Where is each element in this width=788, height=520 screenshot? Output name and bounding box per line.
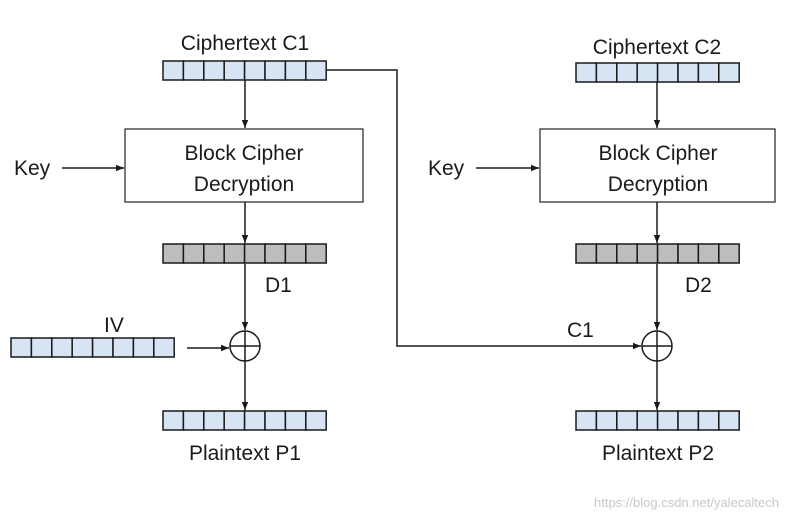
xor-icon-2 [641,330,673,362]
key-label-2: Key [428,157,465,180]
watermark: https://blog.csdn.net/yalecaltech [594,495,779,510]
plaintext-p1-block [162,410,327,431]
chain-c1-label: C1 [567,319,594,342]
register-cell [305,243,327,264]
block-cipher-decryption-box-1 [124,128,364,203]
register-cell [203,410,225,431]
register-cell [51,337,73,358]
ciphertext-c1-block [162,60,327,81]
register-cell [305,60,327,81]
register-cell [243,60,266,81]
register-cell [595,62,618,83]
register-cell [162,410,185,431]
d2-label: D2 [685,274,712,297]
register-cell [162,243,185,264]
register-cell [284,243,307,264]
register-cell [264,243,287,264]
register-cell [575,410,598,431]
register-cell [91,337,114,358]
register-cell [636,410,659,431]
register-cell [10,337,33,358]
register-cell [595,410,618,431]
register-cell [636,62,659,83]
register-cell [243,410,266,431]
iv-block [10,337,175,358]
register-cell [223,410,246,431]
cipher-box-1-line1: Block Cipher [184,142,303,165]
register-cell [697,62,720,83]
register-cell [718,62,740,83]
register-cell [182,243,205,264]
block-cipher-decryption-box-2 [539,128,776,203]
register-cell [656,410,679,431]
ciphertext-c1-label: Ciphertext C1 [181,32,309,55]
register-cell [677,243,700,264]
register-cell [132,337,155,358]
register-cell [656,62,679,83]
cipher-box-1-line2: Decryption [194,173,294,196]
iv-label: IV [104,314,124,337]
register-cell [284,410,307,431]
ciphertext-c2-label: Ciphertext C2 [593,36,721,59]
d1-label: D1 [265,274,292,297]
register-cell [677,410,700,431]
register-cell [616,410,638,431]
register-cell [677,62,700,83]
register-cell [223,243,246,264]
register-cell [203,243,225,264]
register-cell [595,243,618,264]
register-cell [223,60,246,81]
register-cell [182,60,205,81]
register-cell [203,60,225,81]
cipher-box-2-line2: Decryption [608,173,708,196]
register-cell [575,243,598,264]
register-cell [305,410,327,431]
ciphertext-c2-block [575,62,740,83]
register-cell [243,243,266,264]
register-cell [575,62,598,83]
register-cell [71,337,94,358]
register-cell [616,243,638,264]
register-cell [697,243,720,264]
plaintext-p2-label: Plaintext P2 [602,442,714,465]
register-cell [656,243,679,264]
intermediate-d1-block [162,243,327,264]
key-label-1: Key [14,157,51,180]
register-cell [162,60,185,81]
register-cell [112,337,135,358]
xor-icon-1 [229,330,261,362]
register-cell [182,410,205,431]
register-cell [636,243,659,264]
register-cell [616,62,638,83]
chain-line-c1-to-xor-2 [327,69,641,350]
register-cell [697,410,720,431]
register-cell [284,60,307,81]
register-cell [264,60,287,81]
register-cell [718,243,740,264]
intermediate-d2-block [575,243,740,264]
cipher-box-2-line1: Block Cipher [598,142,717,165]
register-cell [718,410,740,431]
register-cell [264,410,287,431]
register-cell [153,337,175,358]
plaintext-p2-block [575,410,740,431]
plaintext-p1-label: Plaintext P1 [189,442,301,465]
register-cell [30,337,53,358]
